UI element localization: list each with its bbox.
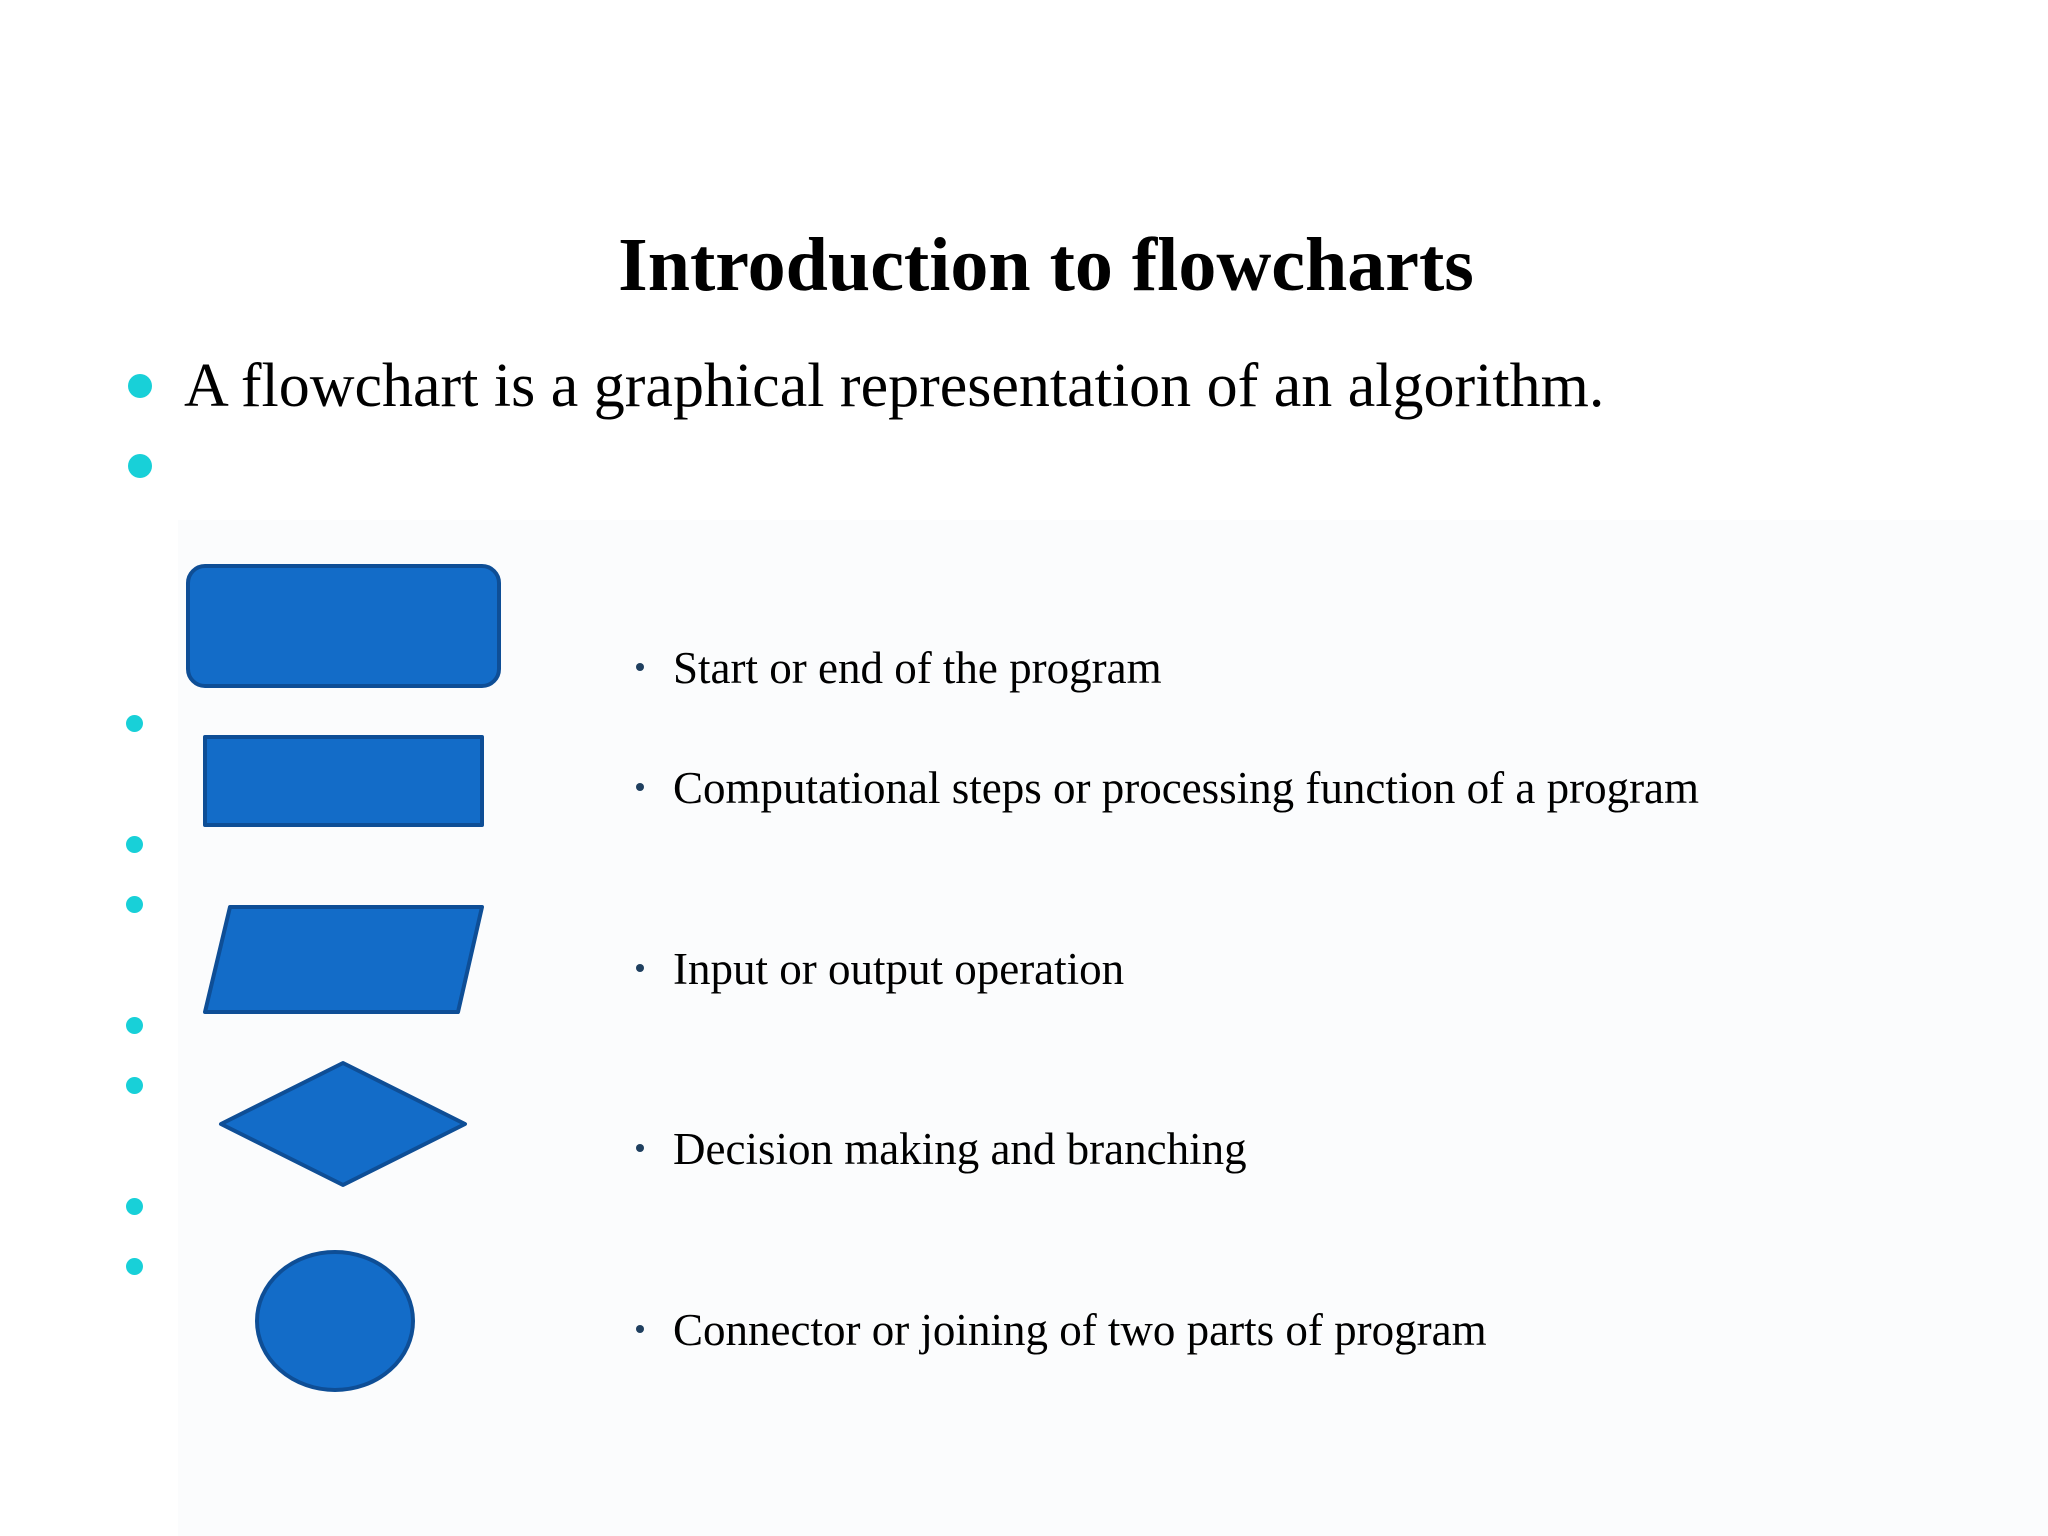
intro-bullet-dot	[128, 374, 152, 398]
empty-bullet-dot	[128, 454, 152, 478]
bullet-dot	[126, 1077, 143, 1094]
bullet-dot	[126, 715, 143, 732]
description-text: Decision making and branching	[673, 1124, 1247, 1174]
bullet-dot	[126, 1258, 143, 1275]
input-output-symbol	[203, 905, 484, 1014]
description-text: Start or end of the program	[673, 643, 1162, 693]
symbol-description-input-output: Input or output operation	[636, 941, 1124, 997]
symbol-panel-background	[178, 520, 2048, 1536]
description-bullet	[636, 662, 644, 671]
description-text: Input or output operation	[673, 944, 1125, 994]
decision-symbol	[219, 1061, 467, 1187]
bullet-dot	[126, 836, 143, 853]
terminal-symbol	[186, 564, 501, 688]
bullet-dot	[126, 1198, 143, 1215]
description-bullet	[636, 1324, 644, 1333]
description-bullet	[636, 1143, 644, 1152]
description-bullet	[636, 782, 644, 791]
description-text: Connector or joining of two parts of pro…	[673, 1305, 1487, 1355]
symbol-description-terminal: Start or end of the program	[636, 640, 1162, 696]
symbol-description-connector: Connector or joining of two parts of pro…	[636, 1302, 1487, 1358]
bullet-dot	[126, 896, 143, 913]
bullet-dot	[126, 1017, 143, 1034]
intro-bullet-text: A flowchart is a graphical representatio…	[184, 352, 1605, 420]
symbol-description-process: Computational steps or processing functi…	[636, 760, 1699, 816]
process-symbol	[203, 735, 484, 827]
slide-title: Introduction to flowcharts	[618, 223, 1474, 307]
description-text: Computational steps or processing functi…	[673, 763, 1700, 813]
symbol-description-decision: Decision making and branching	[636, 1121, 1247, 1177]
description-bullet	[636, 963, 644, 972]
connector-symbol	[255, 1250, 415, 1392]
